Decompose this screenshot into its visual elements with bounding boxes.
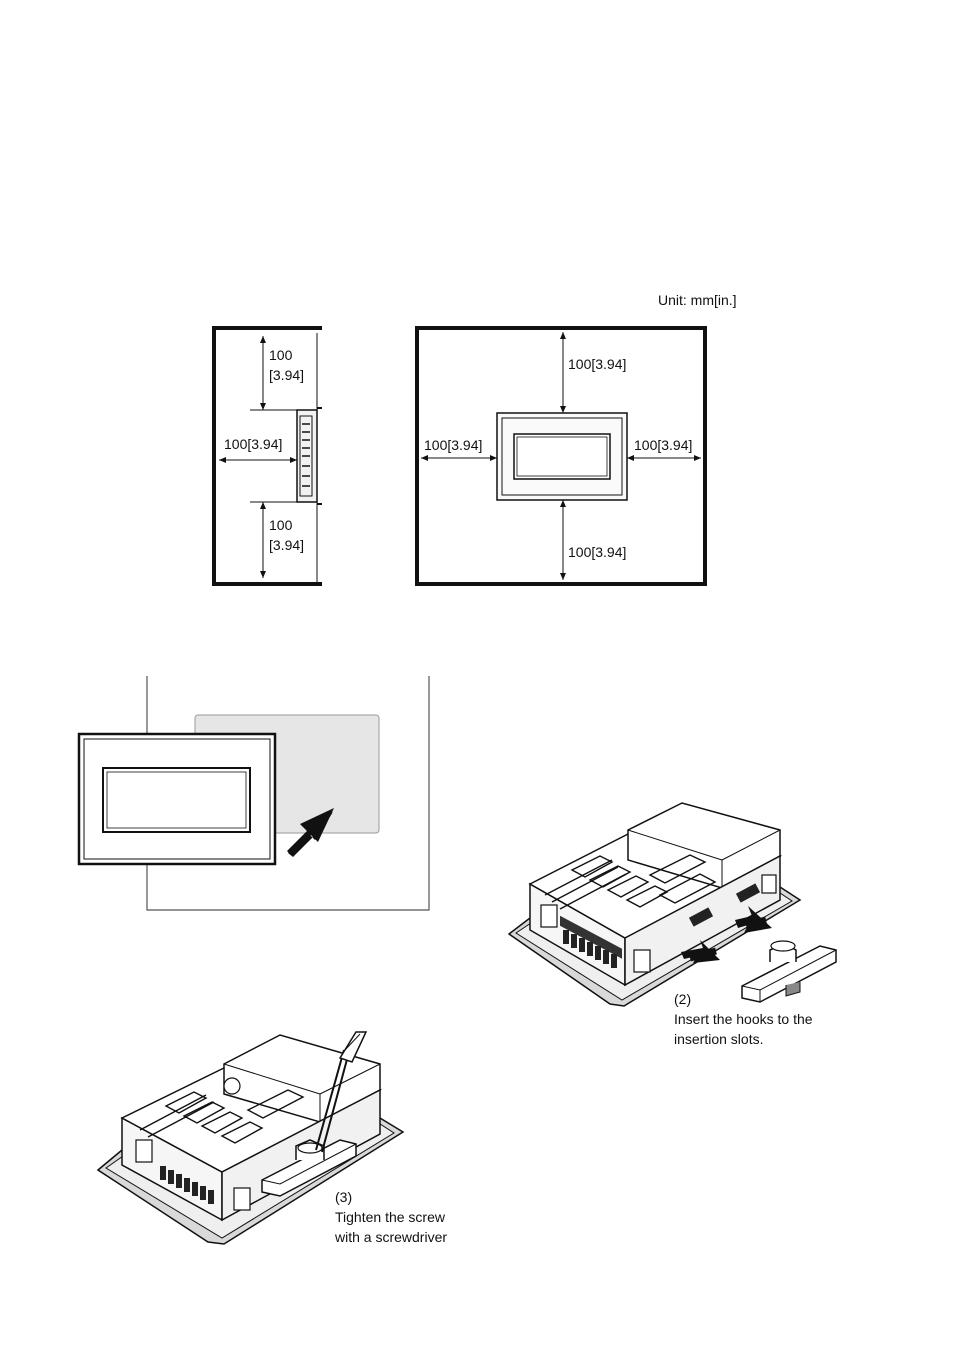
step3-number: (3) — [335, 1187, 447, 1207]
step3-line2: with a screwdriver — [335, 1227, 447, 1247]
step3-caption: (3) Tighten the screw with a screwdriver — [335, 1187, 447, 1247]
step3-line1: Tighten the screw — [335, 1207, 447, 1227]
